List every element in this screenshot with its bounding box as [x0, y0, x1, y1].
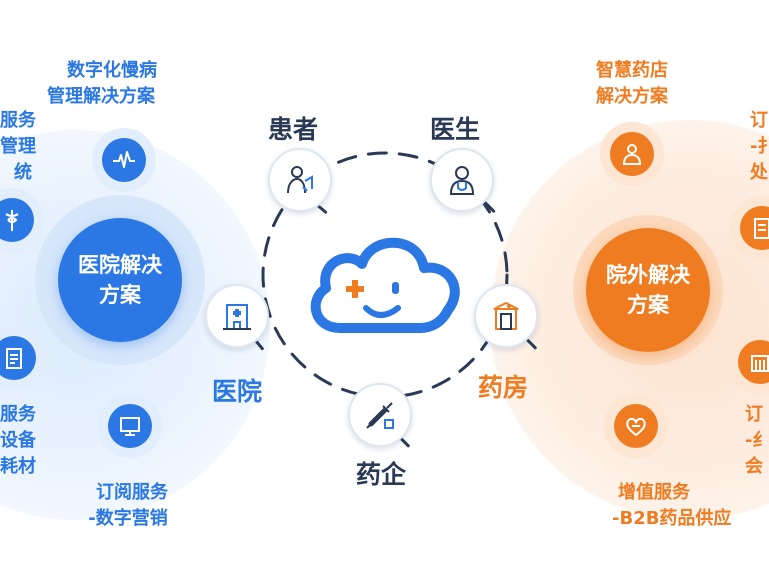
hospital-icon [223, 304, 251, 330]
right-sat-smart-pharmacy [600, 122, 664, 186]
left-sat-marketing-inner [108, 404, 152, 448]
pharmacist-icon [622, 144, 642, 165]
patient-label: 患者 [268, 115, 319, 144]
right-sat-top-partial [730, 196, 769, 260]
left-sat-top-partial-label: 服务 管理 统 [0, 108, 36, 186]
left-sat-marketing-line1: 订阅服务 [96, 482, 168, 503]
right-sat-top-partial-line2: -扌 [750, 136, 769, 157]
right-sat-b2b [604, 394, 668, 458]
pharma-node [348, 383, 412, 447]
right-hub-outpatient-solution: 院外解决 方案 [586, 228, 710, 352]
left-sat-top-partial-line1: 服务 [0, 110, 36, 131]
left-sat-top-partial-line2: 管理 [0, 136, 36, 157]
pharmacy-node [474, 284, 538, 348]
left-sat-chronic [92, 128, 156, 192]
right-sat-smart-pharmacy-line2: 解决方案 [596, 86, 668, 107]
caduceus-icon [5, 210, 19, 231]
patient-icon [287, 166, 313, 194]
right-sat-b2b-inner [614, 404, 658, 448]
left-sat-mid-partial-label: 服务 设备 耗材 [0, 402, 36, 480]
prescription-icon [754, 218, 769, 239]
left-sat-top-partial [0, 188, 44, 252]
right-sat-mid-partial-line2: -纟 [745, 430, 769, 451]
right-sat-smart-pharmacy-line1: 智慧药店 [596, 60, 668, 81]
left-sat-mid-partial-inner [0, 336, 36, 380]
left-sat-top-partial-inner [0, 198, 34, 242]
store-icon [751, 355, 769, 372]
left-sat-chronic-label: 数字化慢病 管理解决方案 [45, 58, 157, 110]
heartbeat-icon [113, 151, 135, 168]
right-sat-mid-partial-line1: 订 [745, 404, 763, 425]
left-sat-chronic-line1: 数字化慢病 [67, 60, 157, 81]
syringe-icon [366, 402, 394, 429]
left-hub-hospital-solution: 医院解决 方案 [58, 218, 182, 342]
right-sat-b2b-line1: 增值服务 [618, 482, 690, 503]
right-sat-b2b-label: 增值服务 -B2B药品供应 [612, 480, 731, 532]
left-sat-marketing-line2: -数字营销 [88, 508, 168, 529]
left-sat-marketing [98, 394, 162, 458]
hospital-node [205, 284, 269, 348]
right-sat-smart-pharmacy-label: 智慧药店 解决方案 [596, 58, 668, 110]
pharmacy-icon [493, 301, 519, 330]
patient-node [268, 148, 332, 212]
right-sat-top-partial-line1: 订 [750, 110, 768, 131]
left-sat-chronic-line2: 管理解决方案 [47, 86, 155, 107]
doctor-icon [449, 166, 475, 195]
left-hub-line1: 医院解决 [78, 253, 162, 277]
monitor-icon [120, 417, 140, 436]
left-sat-chronic-inner [102, 138, 146, 182]
left-sat-mid-partial-line3: 耗材 [0, 456, 36, 477]
right-sat-b2b-line2: -B2B药品供应 [612, 508, 732, 529]
right-sat-top-partial-line3: 处 [750, 162, 768, 183]
smiling-cloud-icon [310, 237, 460, 333]
doctor-label: 医生 [430, 115, 481, 144]
left-sat-mid-partial-line1: 服务 [0, 404, 36, 425]
left-hub-line2: 方案 [99, 283, 141, 307]
left-sat-mid-partial [0, 326, 46, 390]
left-sat-mid-partial-line2: 设备 [0, 430, 36, 451]
pharma-label: 药企 [356, 460, 407, 489]
clipboard-icon [6, 348, 22, 369]
right-sat-mid-partial-line3: 会 [745, 456, 763, 477]
right-hub-line2: 方案 [627, 293, 669, 317]
right-sat-mid-partial-label: 订 -纟 会 [745, 402, 769, 480]
right-hub-line1: 院外解决 [606, 263, 690, 287]
left-sat-marketing-label: 订阅服务 -数字营销 [88, 480, 168, 532]
right-sat-top-partial-inner [740, 206, 769, 250]
heart-hand-icon [626, 417, 646, 437]
left-sat-top-partial-line3: 统 [14, 162, 32, 183]
right-sat-smart-pharmacy-inner [610, 132, 654, 176]
right-sat-top-partial-label: 订 -扌 处 [750, 108, 769, 186]
pharmacy-label: 药房 [478, 373, 529, 402]
hospital-label: 医院 [212, 377, 263, 406]
doctor-node [430, 148, 494, 212]
right-sat-mid-partial-inner [738, 340, 769, 384]
